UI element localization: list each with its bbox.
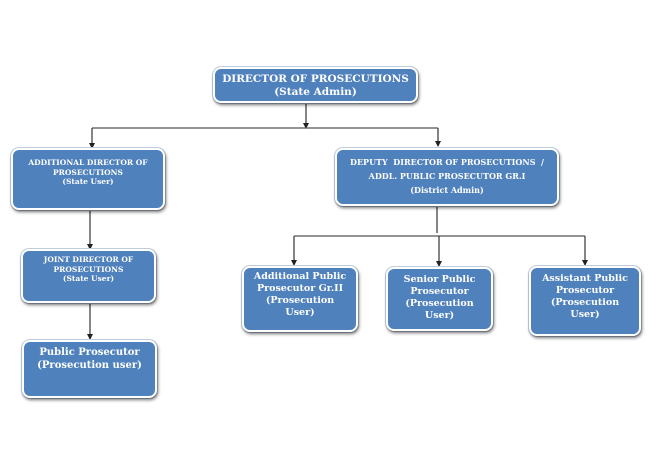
node-senior-pp-line-4: User) bbox=[424, 310, 455, 321]
node-public-prosecutor-line-2: (Prosecution user) bbox=[37, 360, 142, 371]
node-assistant-pp-line-3: (Prosecution bbox=[550, 297, 620, 308]
node-public-prosecutor: Public Prosecutor (Prosecution user) bbox=[22, 340, 157, 398]
node-senior-pp-line-1: Senior Public bbox=[403, 274, 476, 285]
node-public-prosecutor-line-1: Public Prosecutor bbox=[39, 347, 140, 358]
node-additional-public-prosecutor: Additional Public Prosecutor Gr.II (Pros… bbox=[242, 266, 358, 332]
node-additional-director-line-2: PROSECUTIONS bbox=[53, 167, 123, 177]
node-deputy-director: DEPUTY DIRECTOR OF PROSECUTIONS / ADDL. … bbox=[335, 148, 559, 206]
node-joint-director: JOINT DIRECTOR OF PROSECUTIONS (State Us… bbox=[21, 249, 156, 303]
node-assistant-pp-line-4: User) bbox=[570, 309, 600, 320]
node-senior-pp-line-3: (Prosecution bbox=[405, 298, 474, 309]
node-deputy-director-line-1: DEPUTY DIRECTOR OF PROSECUTIONS / bbox=[350, 157, 544, 167]
node-joint-director-line-3: (State User) bbox=[62, 274, 115, 283]
node-additional-director: ADDITIONAL DIRECTOR OF PROSECUTIONS (Sta… bbox=[11, 148, 165, 210]
node-assistant-pp-line-2: Prosecutor bbox=[555, 285, 615, 296]
node-joint-director-line-1: JOINT DIRECTOR OF bbox=[43, 255, 134, 264]
node-assistant-pp-line-1: Assistant Public bbox=[542, 273, 628, 284]
node-joint-director-line-2: PROSECUTIONS bbox=[53, 264, 124, 274]
node-director: DIRECTOR OF PROSECUTIONS (State Admin) bbox=[213, 67, 418, 103]
node-director-line-2: (State Admin) bbox=[274, 86, 357, 98]
node-senior-public-prosecutor: Senior Public Prosecutor (Prosecution Us… bbox=[386, 267, 493, 331]
node-assistant-public-prosecutor: Assistant Public Prosecutor (Prosecution… bbox=[529, 266, 641, 336]
node-deputy-director-line-3: (District Admin) bbox=[410, 185, 484, 195]
node-additional-pp-line-4: User) bbox=[285, 307, 315, 318]
node-additional-director-line-1: ADDITIONAL DIRECTOR OF bbox=[28, 158, 148, 167]
node-additional-pp-line-2: Prosecutor Gr.II bbox=[256, 283, 344, 294]
node-senior-pp-line-2: Prosecutor bbox=[410, 286, 469, 297]
node-deputy-director-line-2: ADDL. PUBLIC PROSECUTOR GR.I bbox=[368, 171, 526, 181]
node-director-line-1: DIRECTOR OF PROSECUTIONS bbox=[222, 73, 409, 85]
node-additional-director-line-3: (State User) bbox=[62, 177, 114, 186]
node-additional-pp-line-3: (Prosecution bbox=[265, 295, 335, 306]
node-additional-pp-line-1: Additional Public bbox=[253, 271, 347, 282]
